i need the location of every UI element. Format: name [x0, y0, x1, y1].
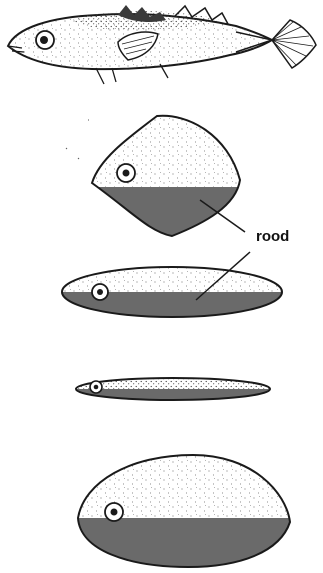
- dummy-lens-pupil: [97, 289, 103, 295]
- fish-pupil: [40, 36, 48, 44]
- dummy-oval-pupil: [111, 509, 118, 516]
- dummy-oval-red-area: [70, 518, 300, 568]
- fish-tail-fin: [272, 20, 316, 68]
- rood-label: rood: [256, 228, 289, 245]
- dummy-oval: [70, 450, 300, 568]
- dummy-thin-pupil: [94, 385, 99, 390]
- dummy-diamond-pupil: [123, 170, 130, 177]
- dummy-lens: [60, 265, 290, 322]
- scan-marks: [66, 120, 89, 159]
- dummy-diamond: [80, 110, 250, 247]
- dummy-thin: [70, 376, 280, 403]
- stickleback-fish: [8, 5, 316, 84]
